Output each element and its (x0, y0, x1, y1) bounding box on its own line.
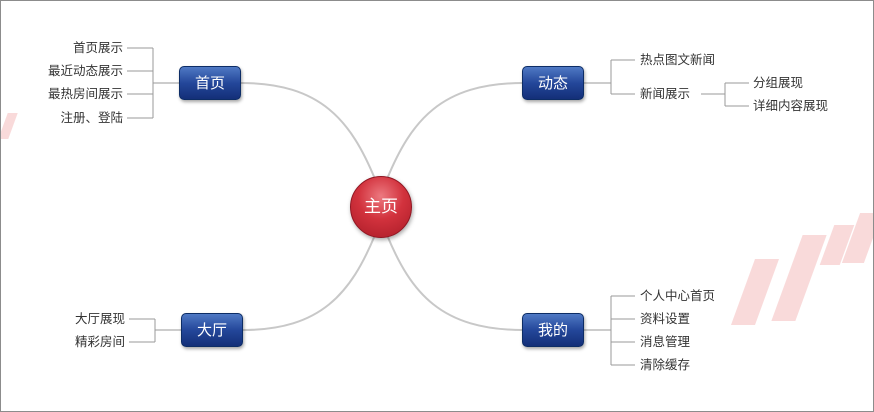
link-center-news (386, 82, 524, 180)
home-bracket (127, 47, 179, 119)
leaf-home-item[interactable]: 首页展示 (72, 40, 123, 55)
leaf-news-item[interactable]: 新闻展示 (640, 86, 691, 101)
topic-mine[interactable]: 我的 (522, 313, 584, 347)
topic-home[interactable]: 首页 (179, 66, 241, 100)
leaf-home-item[interactable]: 最近动态展示 (47, 63, 123, 78)
leaf-mine-item[interactable]: 资料设置 (640, 311, 691, 326)
link-center-hall (242, 234, 376, 331)
link-center-mine (386, 234, 524, 331)
central-node[interactable]: 主页 (350, 176, 412, 238)
leaf-mine-item[interactable]: 个人中心首页 (640, 288, 716, 303)
leaf-home-item[interactable]: 最热房间展示 (47, 86, 123, 101)
topic-news[interactable]: 动态 (522, 66, 584, 100)
leaf-news-subitem[interactable]: 详细内容展现 (753, 98, 829, 113)
hall-bracket (129, 318, 181, 343)
leaf-home-item[interactable]: 注册、登陆 (60, 110, 123, 125)
leaf-news-subitem[interactable]: 分组展现 (753, 75, 804, 90)
leaf-hall-item[interactable]: 大厅展现 (74, 311, 125, 326)
leaf-mine-item[interactable]: 消息管理 (640, 334, 691, 349)
link-center-home (240, 82, 376, 180)
leaf-hall-item[interactable]: 精彩房间 (74, 334, 125, 349)
leaf-news-item[interactable]: 热点图文新闻 (640, 52, 716, 67)
mine-bracket (584, 295, 635, 366)
leaf-mine-item[interactable]: 清除缓存 (640, 357, 691, 372)
topic-hall[interactable]: 大厅 (181, 313, 243, 347)
news-bracket (584, 59, 749, 107)
